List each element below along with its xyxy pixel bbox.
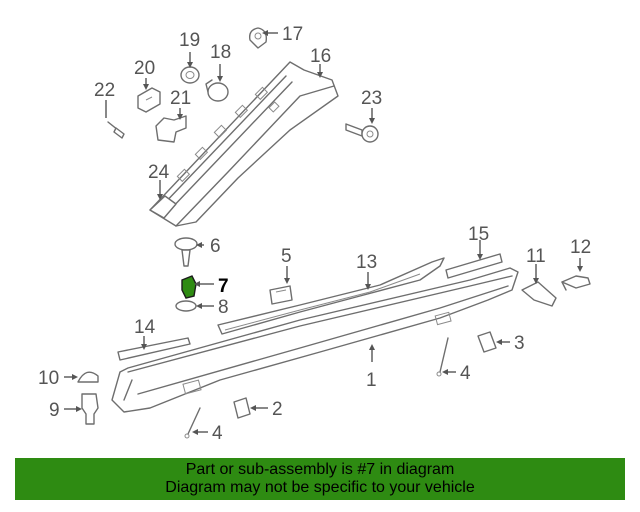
callout-8: 8 <box>218 297 229 318</box>
callout-17: 17 <box>282 24 303 45</box>
callout-2: 2 <box>272 399 283 420</box>
callout-23: 23 <box>361 88 382 109</box>
clip-part-3 <box>477 331 497 353</box>
callout-12: 12 <box>570 237 591 258</box>
callout-3: 3 <box>514 333 525 354</box>
clip-part-5 <box>269 285 293 305</box>
rod-part-4-upper <box>436 337 449 377</box>
trim-strip-part-15 <box>445 253 503 279</box>
push-pin-part-6 <box>174 237 198 267</box>
clip-part-2 <box>233 397 251 419</box>
bracket-part-11 <box>521 281 557 307</box>
trim-strip-part-14 <box>117 337 191 361</box>
clip-part-20 <box>137 87 161 113</box>
leader-lines <box>64 30 583 435</box>
washer-part-8 <box>175 300 197 312</box>
callout-6: 6 <box>210 236 221 257</box>
callout-9: 9 <box>49 400 60 421</box>
callout-20: 20 <box>134 58 155 79</box>
callout-11: 11 <box>526 246 546 267</box>
clip-part-17 <box>248 27 268 49</box>
clip-nut-part-7-highlighted <box>181 275 197 299</box>
callout-14: 14 <box>134 317 156 338</box>
info-banner: Part or sub-assembly is #7 in diagram Di… <box>15 458 625 500</box>
callout-5: 5 <box>281 246 292 267</box>
callout-4-upper: 4 <box>460 363 471 384</box>
bracket-part-21 <box>155 115 187 143</box>
clip-part-9 <box>81 393 99 425</box>
callout-labels: 1 2 3 4 4 5 6 7 8 9 10 11 12 13 14 15 16… <box>38 24 591 444</box>
grommet-part-19 <box>180 66 200 84</box>
rocker-panel-part-1 <box>111 267 519 413</box>
clip-part-12 <box>561 275 591 291</box>
pillar-trim-part-16 <box>149 61 339 227</box>
rod-part-4-lower <box>184 407 201 439</box>
callout-10: 10 <box>38 368 59 389</box>
callout-21: 21 <box>170 88 191 109</box>
banner-line-1: Part or sub-assembly is #7 in diagram <box>185 461 455 478</box>
pillar-inner-trim-part-24 <box>149 195 177 219</box>
callout-4-lower: 4 <box>212 423 223 444</box>
callout-1: 1 <box>366 370 377 391</box>
screw-part-22 <box>107 121 125 139</box>
plug-part-18 <box>205 79 229 102</box>
callout-13: 13 <box>356 252 377 273</box>
callout-18: 18 <box>210 42 231 63</box>
callout-15: 15 <box>468 224 489 245</box>
callout-16: 16 <box>310 46 331 67</box>
exploded-view-diagram: 1 2 3 4 4 5 6 7 8 9 10 11 12 13 14 15 16… <box>38 24 591 444</box>
callout-22: 22 <box>94 80 115 101</box>
callout-19: 19 <box>179 30 200 51</box>
banner-line-2: Diagram may not be specific to your vehi… <box>165 479 475 496</box>
callout-24: 24 <box>148 162 170 183</box>
bolt-part-23 <box>345 123 379 143</box>
cap-part-10 <box>77 371 99 383</box>
sill-plate-part-13 <box>217 257 445 335</box>
callout-7-highlighted: 7 <box>218 276 229 297</box>
